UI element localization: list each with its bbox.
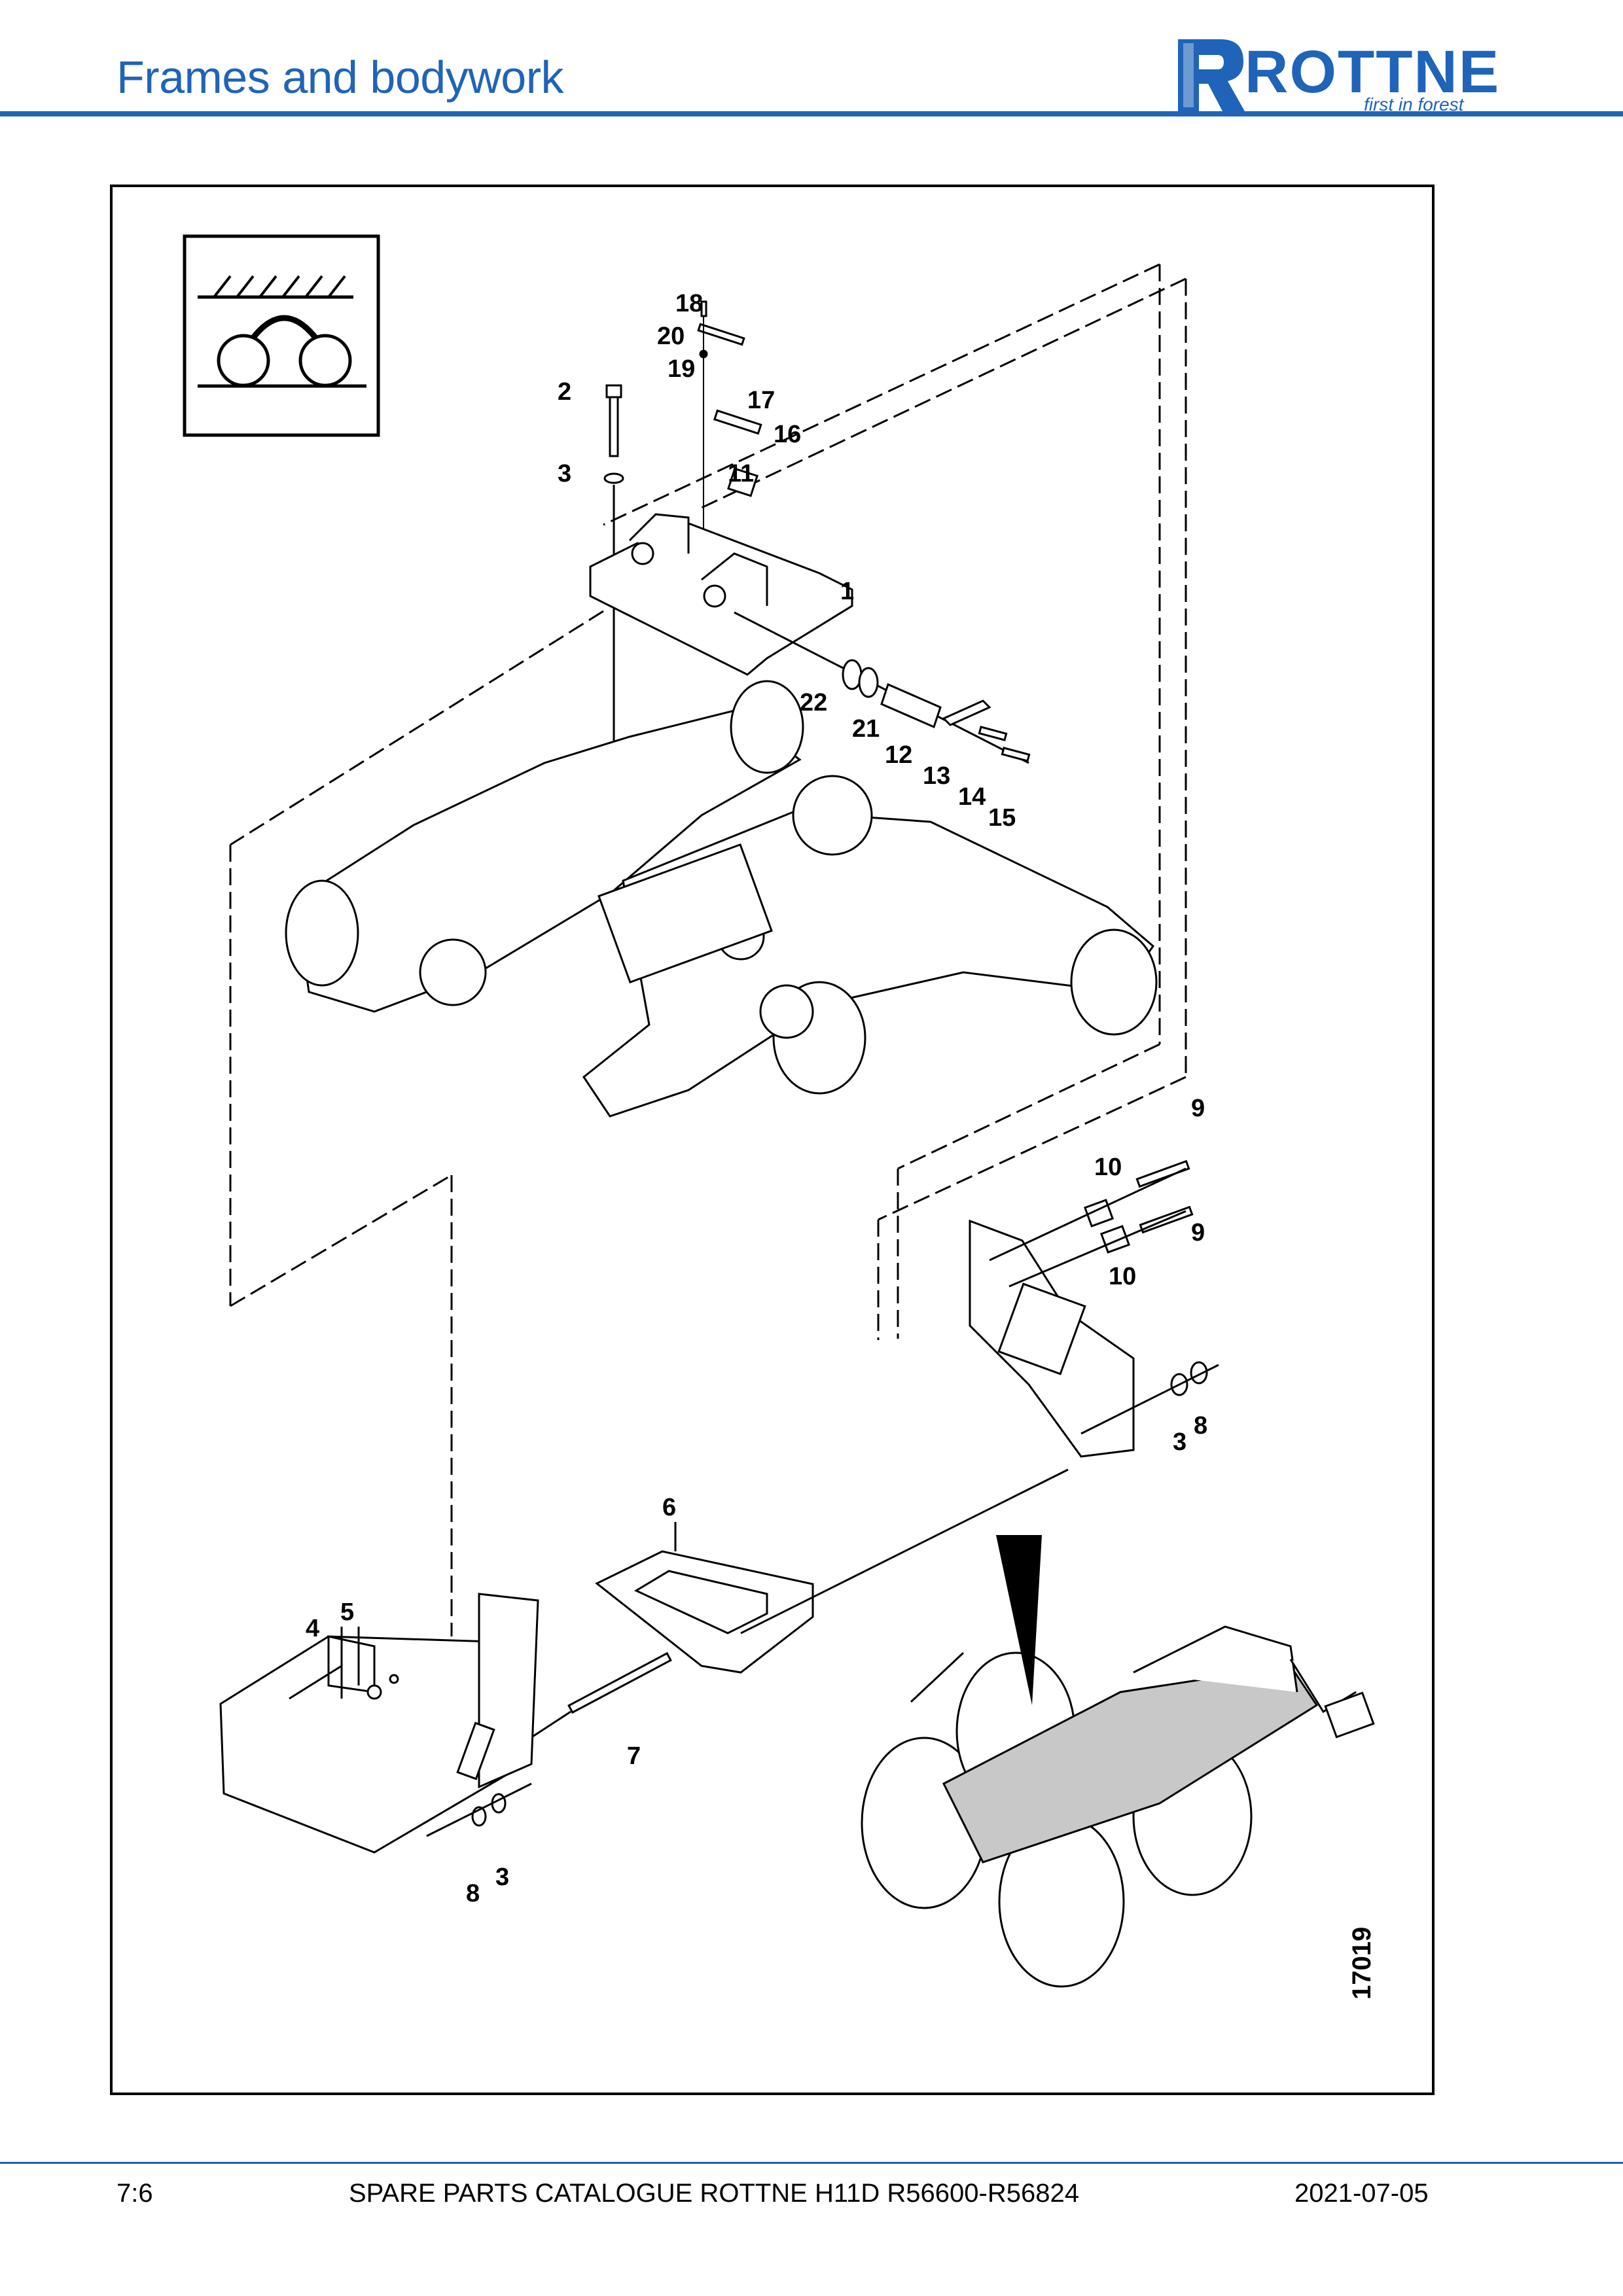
callout-1: 1	[840, 578, 854, 605]
pin-parts-16-20	[697, 300, 762, 580]
bogie-frame-item-1	[589, 513, 1029, 764]
exploded-drawing-frame: 18 20 19 2 17 16 3 11 1 22 21 12 13 14 1…	[110, 185, 1435, 2095]
exploded-parts-drawing: 18 20 19 2 17 16 3 11 1 22 21 12 13 14 1…	[183, 234, 1376, 2000]
callout-13: 13	[923, 762, 950, 790]
callout-3-bottom: 3	[495, 1863, 509, 1891]
footer-page-number: 7:6	[116, 2179, 153, 2208]
callout-11: 11	[728, 460, 754, 487]
callout-9-bottom: 9	[1191, 1219, 1205, 1246]
footer-catalogue-title: SPARE PARTS CATALOGUE ROTTNE H11D R56600…	[349, 2179, 1079, 2208]
callout-12: 12	[885, 741, 912, 769]
footer-rule	[0, 2162, 1623, 2164]
callout-7: 7	[627, 1742, 641, 1770]
callout-9-top: 9	[1191, 1095, 1205, 1122]
callout-2: 2	[558, 378, 571, 406]
callout-8-right: 8	[1194, 1412, 1207, 1439]
callout-22: 22	[800, 689, 827, 716]
rottne-logo: ROTTNE first in forest	[1171, 34, 1512, 116]
skid-plate-box	[219, 1593, 539, 1854]
logo-wordmark: ROTTNE	[1245, 39, 1501, 105]
tandem-bogie-assembly	[285, 680, 1158, 1118]
page-title: Frames and bodywork	[116, 52, 564, 103]
callout-15: 15	[988, 804, 1016, 832]
forwarder-overview	[861, 1535, 1375, 1988]
shaft-parts-12-15-21-22	[842, 659, 1031, 762]
callout-16: 16	[774, 421, 801, 448]
bogie-bracket-bolts-9-10	[969, 1159, 1219, 1458]
logo-tagline: first in forest	[1364, 94, 1464, 115]
callout-5: 5	[340, 1598, 354, 1626]
callout-21: 21	[852, 715, 880, 743]
callout-6: 6	[662, 1494, 676, 1521]
callout-3-right: 3	[1173, 1428, 1186, 1456]
callout-17: 17	[747, 387, 775, 414]
callout-18: 18	[675, 290, 703, 317]
installation-symbol-icon	[183, 234, 380, 437]
callout-labels: 18 20 19 2 17 16 3 11 1 22 21 12 13 14 1…	[306, 290, 1376, 2000]
assembly-guide-lines	[229, 263, 1187, 1636]
callout-10-top: 10	[1094, 1154, 1122, 1181]
header-rule	[0, 111, 1623, 116]
callout-8-bottom: 8	[466, 1880, 480, 1907]
footer-date: 2021-07-05	[1294, 2179, 1429, 2208]
callout-14: 14	[958, 783, 986, 811]
callout-20: 20	[657, 323, 685, 350]
callout-3-top: 3	[558, 460, 571, 487]
rottne-r-emblem-icon	[1178, 39, 1245, 111]
callout-10-bottom: 10	[1109, 1263, 1136, 1290]
callout-19: 19	[668, 355, 695, 383]
figure-number: 17019	[1347, 1927, 1376, 2000]
plate-item-6	[595, 1468, 1069, 1674]
callout-4: 4	[306, 1615, 319, 1642]
